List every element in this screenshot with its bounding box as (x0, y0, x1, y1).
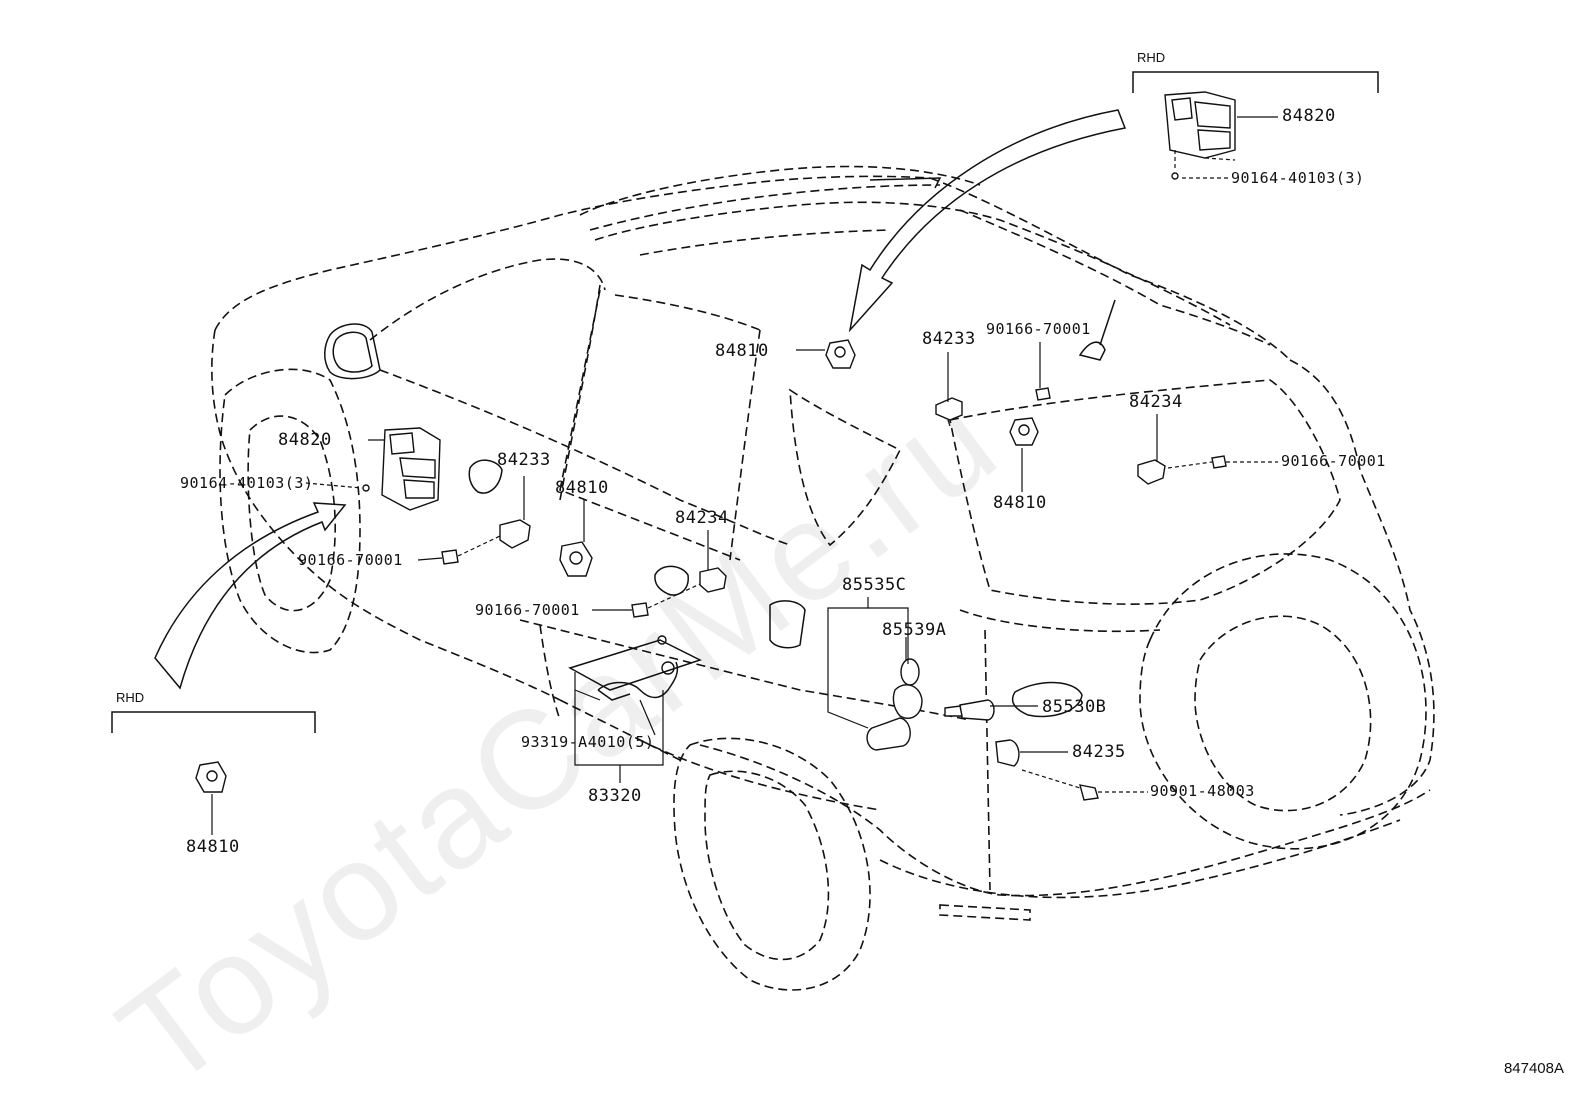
part-label-84235: 84235 (1072, 742, 1126, 762)
part-label-84820-top-right: 84820 (1282, 106, 1336, 126)
sensor-84233-top (935, 397, 963, 427)
vehicle-body-outline (211, 165, 1435, 991)
sensor-84234-right (1137, 459, 1166, 485)
console-cover-shapes (468, 459, 1083, 718)
bolt-90166-mid (631, 602, 649, 618)
part-label-93319: 93319-A4010(5) (521, 733, 655, 751)
part-label-84820-left: 84820 (278, 430, 332, 450)
clip-84810-bottom-left (195, 761, 227, 793)
part-label-84810-bottom-left: 84810 (186, 837, 240, 857)
part-label-84810-top: 84810 (715, 341, 769, 361)
rhd-label-top: RHD (1137, 50, 1166, 65)
part-label-85539a: 85539A (882, 620, 947, 640)
bolt-90901 (1079, 784, 1099, 801)
switch-84820-top-right (1164, 91, 1236, 180)
bolt-90166-top (1035, 387, 1051, 401)
arrow-top-right (848, 109, 1127, 333)
part-label-84233-top: 84233 (922, 329, 976, 349)
part-label-90166-left: 90166-70001 (298, 551, 403, 569)
part-label-90164-top-right: 90164-40103(3) (1231, 169, 1365, 187)
sensor-84234-mid (699, 567, 727, 593)
panel-near-harness (568, 639, 702, 691)
clip-84810-right (1009, 417, 1039, 446)
part-label-84234-mid: 84234 (675, 508, 729, 528)
rhd-bracket-bottom-left (111, 711, 316, 733)
bolt-90166-left (441, 549, 459, 565)
diagram-reference-code: 847408A (1503, 1060, 1564, 1077)
part-label-90901: 90901-48003 (1150, 782, 1255, 800)
socket-85535c (866, 658, 923, 751)
part-label-84810-mid: 84810 (555, 478, 609, 498)
switch-84820-left (362, 427, 441, 511)
part-label-90164-left: 90164-40103(3) (180, 474, 314, 492)
part-label-85530b: 85530B (1042, 697, 1107, 717)
clip-84810-mid (559, 541, 593, 577)
part-label-83320: 83320 (588, 786, 642, 806)
rhd-bracket-top-right (1132, 71, 1379, 93)
bolt-90166-right (1211, 455, 1227, 469)
part-label-84233-mid: 84233 (497, 450, 551, 470)
part-label-90166-right: 90166-70001 (1281, 452, 1386, 470)
part-label-85535c: 85535C (842, 575, 907, 595)
part-label-84234-right: 84234 (1129, 392, 1183, 412)
clip-84810-top (825, 339, 856, 369)
lamp-85530b (944, 699, 995, 721)
sensor-84235 (995, 739, 1020, 767)
part-label-90166-mid: 90166-70001 (475, 601, 580, 619)
sensor-84233-mid (499, 519, 531, 549)
part-label-90166-top: 90166-70001 (986, 320, 1091, 338)
arrow-bottom-left (154, 502, 347, 690)
rhd-label-bottom: RHD (116, 690, 145, 705)
part-label-84810-right: 84810 (993, 493, 1047, 513)
leader-lines (211, 116, 1278, 835)
